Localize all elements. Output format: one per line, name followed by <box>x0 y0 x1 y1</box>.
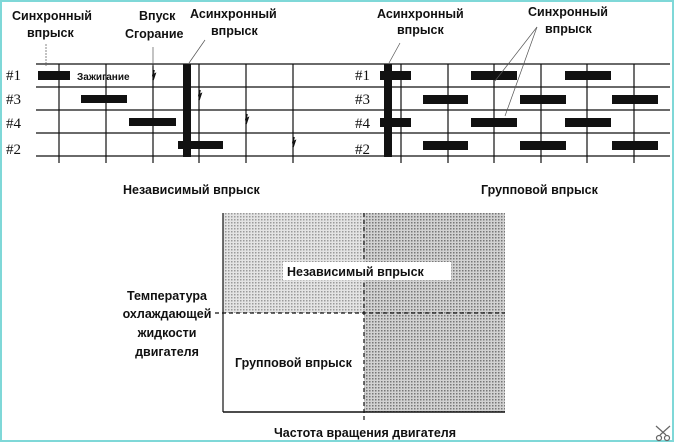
injection-bar <box>520 141 566 150</box>
cylinder-label: #2 <box>6 142 21 158</box>
spark-icon <box>244 113 250 125</box>
group-injection-timing-diagram: #1 #3 #4 #2 Асинхронный впрыск Синхронны… <box>337 5 670 197</box>
cylinder-label: #1 <box>6 68 21 84</box>
leader-lines <box>388 26 538 117</box>
intake-label: Впуск <box>139 9 176 23</box>
cylinder-label: #2 <box>355 142 370 158</box>
injection-bars <box>38 64 223 157</box>
injection-bars <box>380 64 658 157</box>
injection-mode-region-chart: Независимый впрыск Групповой впрыск Темп… <box>123 213 505 440</box>
leader-lines <box>45 39 206 66</box>
cylinder-label: #4 <box>6 116 22 132</box>
combustion-label: Сгорание <box>125 27 184 41</box>
injection-bar <box>612 141 658 150</box>
injection-bar <box>612 95 658 104</box>
independent-injection-timing-diagram: #1 #3 #4 #2 Синхронный впрыск Впуск Сгор… <box>6 7 337 197</box>
spark-icon <box>151 69 157 81</box>
y-axis-label: Температура <box>127 289 208 303</box>
sync-injection-label: впрыск <box>27 26 74 40</box>
ignition-label: Зажигание <box>77 72 130 83</box>
injection-bar <box>423 95 468 104</box>
cylinder-label: #3 <box>6 92 21 108</box>
async-injection-label: впрыск <box>397 23 444 37</box>
y-axis-label: двигателя <box>135 345 199 359</box>
injection-bar <box>178 141 223 149</box>
y-axis-label: охлаждающей <box>123 307 212 321</box>
injection-bar <box>81 95 127 103</box>
injection-bar <box>565 118 611 127</box>
label-background <box>283 262 451 280</box>
sync-injection-label: Синхронный <box>12 9 92 23</box>
async-injection-label: Асинхронный <box>190 7 277 21</box>
injection-bar <box>380 118 411 127</box>
sync-injection-label: Синхронный <box>528 5 608 19</box>
cylinder-label: #4 <box>355 116 371 132</box>
injection-bar <box>129 118 176 126</box>
diagram-title: Независимый впрыск <box>123 183 261 197</box>
injection-bar <box>520 95 566 104</box>
async-injection-label: Асинхронный <box>377 7 464 21</box>
scissors-icon <box>655 425 671 442</box>
diagram-title: Групповой впрыск <box>481 183 599 197</box>
spark-icon <box>197 89 203 101</box>
injection-bar <box>565 71 611 80</box>
async-injection-bar <box>384 64 392 157</box>
cylinder-label: #3 <box>355 92 370 108</box>
spark-icons <box>151 69 297 148</box>
sync-injection-label: впрыск <box>545 22 592 36</box>
injection-bar <box>471 71 517 80</box>
injection-bar <box>423 141 468 150</box>
async-injection-label: впрыск <box>211 24 258 38</box>
async-injection-bar <box>183 64 191 157</box>
spark-icon <box>291 136 297 148</box>
injection-bar <box>471 118 517 127</box>
cylinder-label: #1 <box>355 68 370 84</box>
injection-bar <box>380 71 411 80</box>
independent-region-label: Независимый впрыск <box>287 265 425 279</box>
group-region-label: Групповой впрыск <box>235 356 353 370</box>
injection-bar <box>38 71 70 80</box>
y-axis-label: жидкости <box>137 326 197 340</box>
x-axis-label: Частота вращения двигателя <box>274 426 456 440</box>
